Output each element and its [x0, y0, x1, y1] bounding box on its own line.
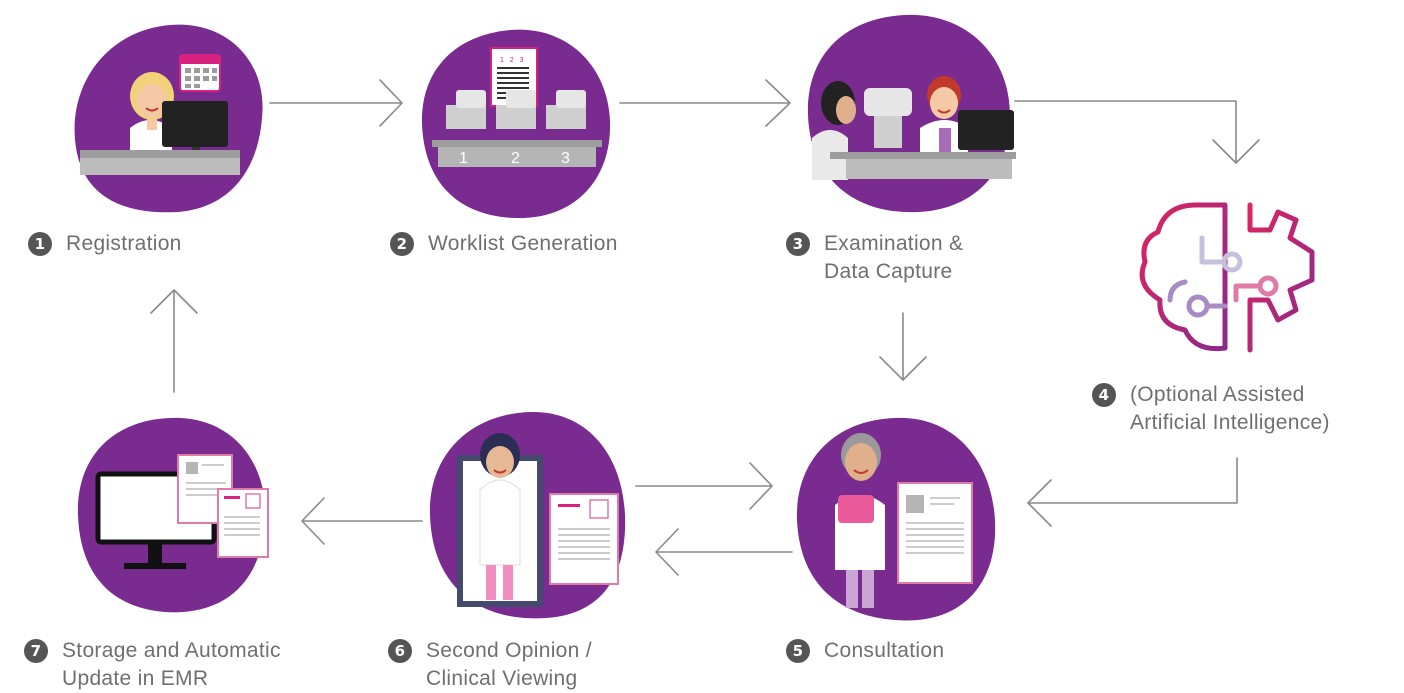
- step-number-3: 3: [786, 232, 810, 256]
- arrow-6-to-7: [301, 497, 423, 545]
- exam-devices: [446, 90, 586, 129]
- step-label-worklist-generation: 2 Worklist Generation: [390, 230, 618, 258]
- female-doctor-figure: [479, 433, 521, 600]
- step-number-6: 6: [388, 639, 412, 663]
- step-title-line: Storage and Automatic: [62, 639, 281, 662]
- step-title-line: Registration: [66, 232, 182, 255]
- consultation-illustration: [796, 417, 996, 621]
- device-table: [432, 140, 602, 147]
- monitor-icon-3: [958, 110, 1014, 150]
- arrow-2-to-3: [619, 79, 791, 127]
- arrow-3-to-5: [879, 312, 927, 381]
- slit-lamp-device: [864, 88, 912, 148]
- step-label-ai: 4 (Optional Assisted Artificial Intellig…: [1092, 381, 1330, 437]
- slot-label-3: 3: [561, 150, 570, 167]
- second-opinion-illustration: [429, 411, 626, 619]
- ai-brain-gear-icon: [1139, 202, 1315, 353]
- step-title-line: Second Opinion /: [426, 639, 592, 662]
- worklist-header: 1 2 3: [500, 57, 523, 64]
- arrow-7-to-1: [150, 289, 198, 393]
- step-number-1: 1: [28, 232, 52, 256]
- arrows: [150, 79, 1260, 576]
- step-number-2: 2: [390, 232, 414, 256]
- step-label-storage: 7 Storage and Automatic Update in EMR: [24, 637, 281, 693]
- doctor-figure: [920, 76, 968, 155]
- arrow-1-to-2: [269, 79, 403, 127]
- arrow-4-to-5: [1027, 457, 1238, 527]
- step-title-line: Update in EMR: [62, 667, 209, 690]
- step-title-line: Worklist Generation: [428, 232, 618, 255]
- worklist-illustration: 1 2 3 1 2 3: [421, 29, 611, 219]
- step-title-line: Examination &: [824, 232, 964, 255]
- step-number-5: 5: [786, 639, 810, 663]
- step-title-line: Artificial Intelligence): [1130, 411, 1330, 434]
- receptionist-figure: [130, 72, 174, 150]
- desk: [80, 150, 240, 158]
- monitor-icon: [162, 101, 228, 155]
- step-title-line: (Optional Assisted: [1130, 383, 1305, 406]
- patient-record-document: [897, 482, 973, 584]
- step-label-examination: 3 Examination & Data Capture: [786, 230, 963, 286]
- arrow-5-to-6: [655, 528, 793, 576]
- arrow-3-to-4: [1014, 100, 1260, 164]
- step-number-7: 7: [24, 639, 48, 663]
- calendar-icon: [179, 54, 221, 92]
- examination-illustration: [807, 14, 1016, 213]
- senior-doctor-figure: [835, 433, 885, 608]
- storage-emr-illustration: [77, 417, 269, 613]
- registration-illustration: [74, 24, 263, 213]
- step-title-line: Consultation: [824, 639, 945, 662]
- step-label-second-opinion: 6 Second Opinion / Clinical Viewing: [388, 637, 592, 693]
- step-label-consultation: 5 Consultation: [786, 637, 944, 665]
- step-number-4: 4: [1092, 383, 1116, 407]
- slot-label-1: 1: [459, 150, 468, 167]
- step-title-line: Clinical Viewing: [426, 667, 578, 690]
- step-label-registration: 1 Registration: [28, 230, 182, 258]
- slot-label-2: 2: [511, 150, 520, 167]
- patient-record-document-6: [549, 493, 619, 585]
- emr-record-document-2: [217, 488, 269, 558]
- step-title-line: Data Capture: [824, 260, 953, 283]
- arrow-6-to-5: [635, 462, 773, 510]
